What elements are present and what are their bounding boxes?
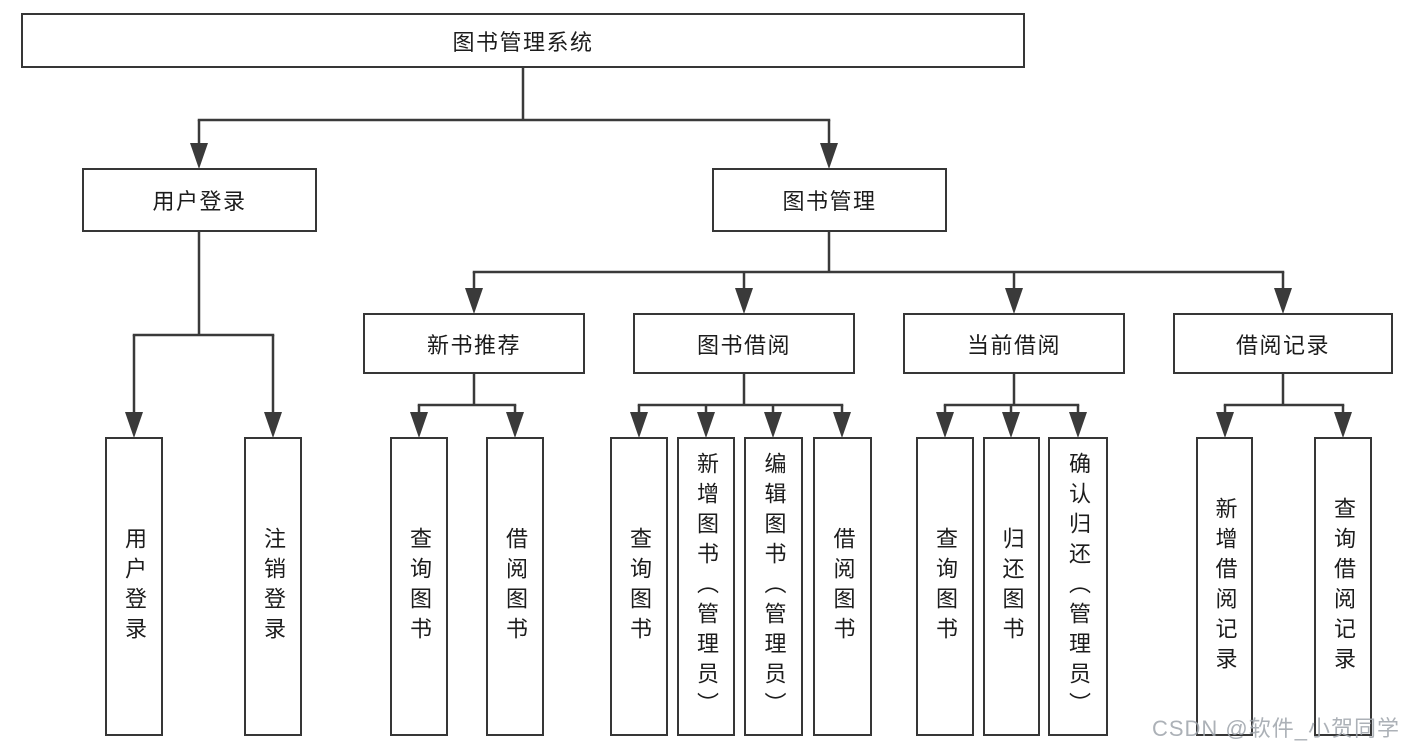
leaf-confirm-return-admin: 确认归还（管理员） xyxy=(1048,437,1108,736)
arrow-icon xyxy=(764,412,782,438)
arrow-icon xyxy=(1274,288,1292,314)
leaf-query-books-borrowing: 查询图书 xyxy=(610,437,668,736)
node-borrowing-records: 借阅记录 xyxy=(1173,313,1393,374)
arrow-icon xyxy=(1002,412,1020,438)
leaf-return-books: 归还图书 xyxy=(983,437,1040,736)
arrow-icon xyxy=(410,412,428,438)
arrow-icon xyxy=(697,412,715,438)
leaf-borrow-books-recommend: 借阅图书 xyxy=(486,437,544,736)
arrow-icon xyxy=(820,143,838,169)
leaf-query-borrow-record: 查询借阅记录 xyxy=(1314,437,1372,736)
arrow-icon xyxy=(1069,412,1087,438)
node-new-book-recommend: 新书推荐 xyxy=(363,313,585,374)
leaf-query-books-current: 查询图书 xyxy=(916,437,974,736)
arrow-icon xyxy=(630,412,648,438)
node-library-system: 图书管理系统 xyxy=(21,13,1025,68)
arrow-icon xyxy=(1005,288,1023,314)
node-user-login: 用户登录 xyxy=(82,168,317,232)
leaf-query-books-recommend: 查询图书 xyxy=(390,437,448,736)
arrow-icon xyxy=(465,288,483,314)
arrow-icon xyxy=(1334,412,1352,438)
arrow-icon xyxy=(1216,412,1234,438)
arrow-icon xyxy=(506,412,524,438)
arrow-icon xyxy=(190,143,208,169)
leaf-add-books-admin: 新增图书（管理员） xyxy=(677,437,735,736)
leaf-edit-books-admin: 编辑图书（管理员） xyxy=(744,437,803,736)
arrow-icon xyxy=(735,288,753,314)
node-book-management: 图书管理 xyxy=(712,168,947,232)
arrow-icon xyxy=(833,412,851,438)
leaf-logout: 注销登录 xyxy=(244,437,302,736)
arrow-icon xyxy=(125,412,143,438)
arrow-icon xyxy=(936,412,954,438)
leaf-add-borrow-record: 新增借阅记录 xyxy=(1196,437,1253,736)
node-current-borrowing: 当前借阅 xyxy=(903,313,1125,374)
arrow-icon xyxy=(264,412,282,438)
leaf-borrow-books-borrowing: 借阅图书 xyxy=(813,437,872,736)
watermark: CSDN @软件_小贺同学 xyxy=(1151,716,1400,741)
node-book-borrowing: 图书借阅 xyxy=(633,313,855,374)
leaf-user-login: 用户登录 xyxy=(105,437,163,736)
